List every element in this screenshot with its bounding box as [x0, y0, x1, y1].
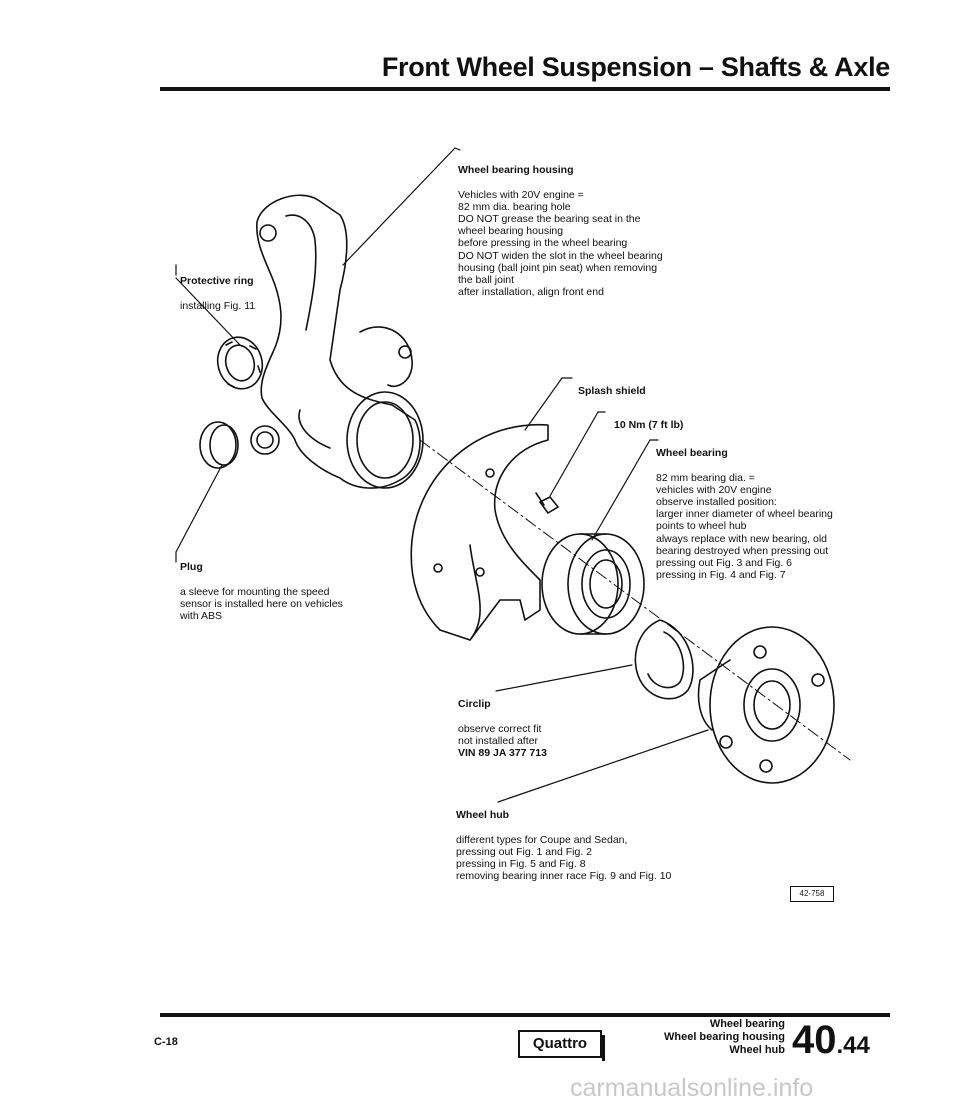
section-main: 40	[792, 1018, 837, 1062]
callout-title: Wheel bearing housing	[458, 164, 574, 177]
wheel-bearing-housing-part	[250, 194, 424, 489]
section-number: 40.44	[792, 1018, 870, 1063]
callout-title: Splash shield	[578, 385, 646, 398]
page-number: C-18	[154, 1036, 178, 1048]
callout-protective-ring: Protective ring installing Fig. 11	[180, 263, 290, 312]
callout-wheel-bearing: Wheel bearing 82 mm bearing dia. = vehic…	[656, 435, 896, 581]
circlip-part	[634, 619, 694, 700]
protective-ring-part	[216, 336, 264, 390]
model-badge: Quattro	[518, 1030, 605, 1061]
callout-title: Circlip	[458, 698, 491, 711]
footer-topic: Wheel bearing housing	[663, 1031, 785, 1043]
callout-torque: 10 Nm (7 ft lb)	[614, 407, 734, 444]
section-sub: .44	[836, 1032, 870, 1059]
callout-circlip: Circlip observe correct fit not installe…	[458, 686, 598, 771]
callout-wheel-bearing-housing: Wheel bearing housing Vehicles with 20V …	[458, 152, 718, 298]
header-rule	[160, 87, 890, 91]
callout-text: observe correct fit not installed after	[458, 722, 542, 747]
footer-rule	[160, 1013, 890, 1017]
callout-title: Plug	[180, 561, 203, 574]
footer-topic: Wheel hub	[729, 1044, 785, 1056]
callout-title: 10 Nm (7 ft lb)	[614, 419, 684, 432]
callout-text: a sleeve for mounting the speed sensor i…	[180, 585, 343, 623]
watermark: carmanualsonline.info	[570, 1074, 814, 1102]
callout-text: installing Fig. 11	[180, 299, 256, 312]
callout-title: Wheel hub	[456, 809, 510, 822]
callout-vin: VIN 89 JA 377 713	[458, 747, 547, 760]
plug-part	[199, 421, 239, 469]
callout-title: Wheel bearing	[656, 447, 728, 460]
wheel-hub-part	[697, 626, 835, 784]
callout-plug: Plug a sleeve for mounting the speed sen…	[180, 549, 390, 622]
footer-topics: Wheel bearing Wheel bearing housing Whee…	[620, 1018, 785, 1057]
footer-topic: Wheel bearing	[709, 1018, 785, 1030]
wheel-bearing-part	[541, 533, 645, 635]
callout-text: Vehicles with 20V engine = 82 mm dia. be…	[458, 188, 663, 299]
callout-splash-shield: Splash shield	[578, 373, 698, 410]
callout-title: Protective ring	[180, 275, 254, 288]
figure-reference: 42-758	[790, 886, 834, 902]
page-title: Front Wheel Suspension – Shafts & Axle	[381, 52, 890, 82]
callout-text: different types for Coupe and Sedan, pre…	[456, 833, 672, 883]
callout-wheel-hub: Wheel hub different types for Coupe and …	[456, 797, 756, 882]
splash-shield-part	[410, 423, 549, 641]
bolt-part	[535, 492, 559, 514]
callout-text: 82 mm bearing dia. = vehicles with 20V e…	[656, 471, 833, 582]
